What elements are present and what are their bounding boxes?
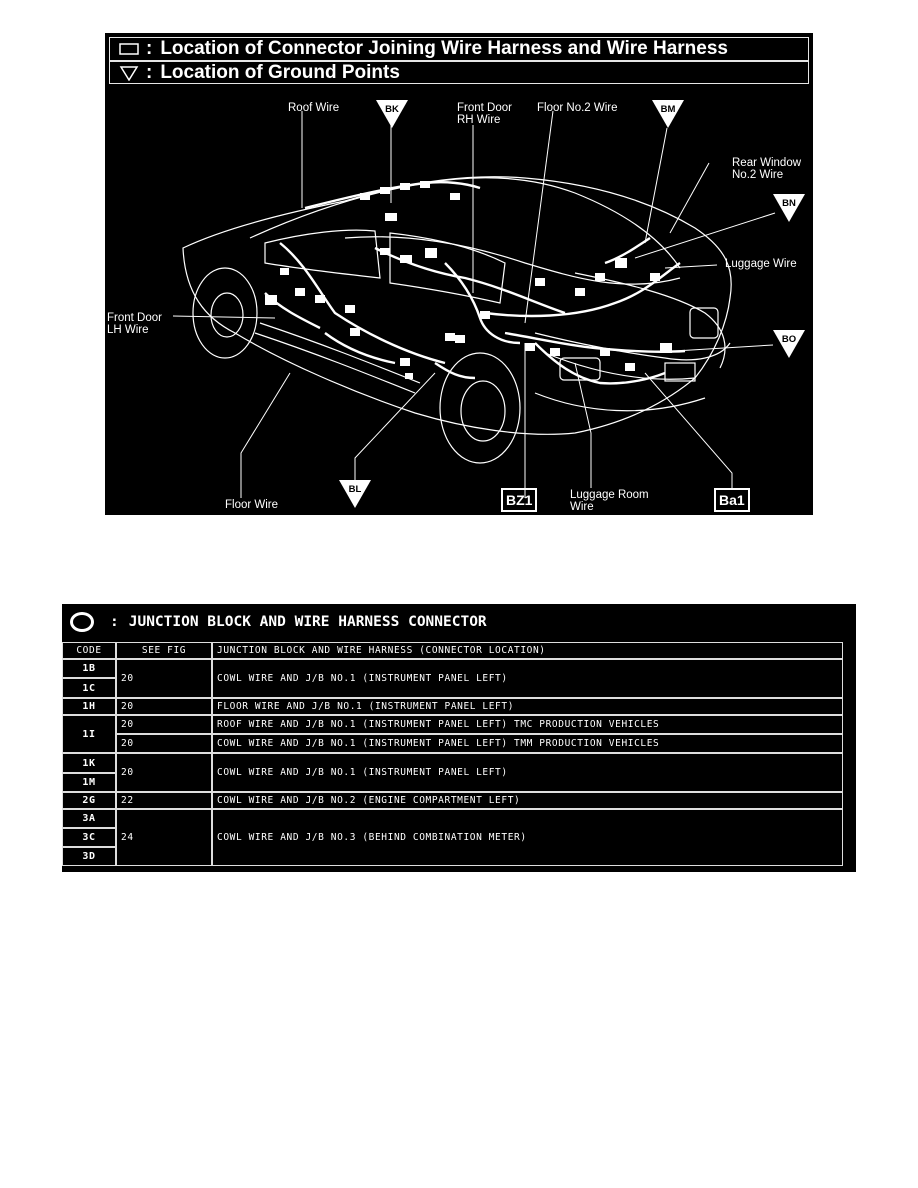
junction-table-title: : JUNCTION BLOCK AND WIRE HARNESS CONNEC… — [70, 608, 487, 636]
label-roof-wire: Roof Wire — [288, 102, 340, 114]
ground-point-bo: BO — [772, 329, 806, 359]
code-cell: 3A — [62, 809, 116, 828]
legend-ground-row: : Location of Ground Points — [109, 61, 809, 84]
legend-connector-text: Location of Connector Joining Wire Harne… — [160, 38, 728, 59]
desc-cell: COWL WIRE AND J/B NO.1 (INSTRUMENT PANEL… — [212, 753, 843, 792]
code-cell: 3D — [62, 847, 116, 866]
header-description: JUNCTION BLOCK AND WIRE HARNESS (CONNECT… — [212, 642, 843, 659]
code-cell: 2G — [62, 792, 116, 809]
label-front-door-rh-2: RH Wire — [457, 114, 501, 126]
fig-cell: 20 — [116, 659, 212, 698]
wire-harness-diagram: : Location of Connector Joining Wire Har… — [105, 33, 813, 515]
label-floor-wire: Floor Wire — [225, 499, 279, 511]
ground-point-bl: BL — [338, 479, 372, 509]
junction-block-table-panel: : JUNCTION BLOCK AND WIRE HARNESS CONNEC… — [62, 604, 856, 872]
desc-cell: ROOF WIRE AND J/B NO.1 (INSTRUMENT PANEL… — [212, 715, 843, 734]
circle-icon — [70, 612, 94, 632]
legend-colon: : — [146, 38, 153, 59]
code-cell: 1H — [62, 698, 116, 715]
car-illustration — [172, 110, 776, 498]
code-cell: 1B — [62, 659, 116, 678]
label-front-door-lh-1: Front Door — [107, 312, 162, 324]
code-cell: 1I — [62, 715, 116, 753]
label-front-door-rh-1: Front Door — [457, 102, 512, 114]
ground-point-bm: BM — [651, 99, 685, 129]
label-luggage-wire: Luggage Wire — [725, 258, 797, 270]
label-luggage-room-2: Wire — [570, 501, 594, 513]
label-floor-no2-wire: Floor No.2 Wire — [537, 102, 618, 114]
legend-ground-text: Location of Ground Points — [160, 61, 400, 83]
desc-cell: FLOOR WIRE AND J/B NO.1 (INSTRUMENT PANE… — [212, 698, 843, 715]
desc-cell: COWL WIRE AND J/B NO.2 (ENGINE COMPARTME… — [212, 792, 843, 809]
rectangle-icon — [118, 43, 140, 55]
code-cell: 1C — [62, 678, 116, 698]
fig-cell: 22 — [116, 792, 212, 809]
connector-bz1: BZ1 — [501, 488, 538, 512]
label-front-door-lh-2: LH Wire — [107, 324, 149, 336]
label-rear-window-1: Rear Window — [732, 157, 802, 169]
code-cell: 1M — [62, 773, 116, 792]
fig-cell: 20 — [116, 698, 212, 715]
code-cell: 3C — [62, 828, 116, 847]
triangle-down-icon — [118, 65, 140, 81]
desc-cell: COWL WIRE AND J/B NO.1 (INSTRUMENT PANEL… — [212, 659, 843, 698]
desc-cell: COWL WIRE AND J/B NO.3 (BEHIND COMBINATI… — [212, 809, 843, 866]
legend-colon: : — [146, 61, 153, 83]
ground-point-bk: BK — [375, 99, 409, 129]
header-code: CODE — [62, 642, 116, 659]
label-rear-window-2: No.2 Wire — [732, 169, 784, 181]
ground-point-bn: BN — [772, 193, 806, 223]
code-cell: 1K — [62, 753, 116, 773]
fig-cell: 20 — [116, 753, 212, 792]
fig-cell: 24 — [116, 809, 212, 866]
desc-cell: COWL WIRE AND J/B NO.1 (INSTRUMENT PANEL… — [212, 734, 843, 753]
fig-cell: 20 — [116, 715, 212, 734]
legend-connector-row: : Location of Connector Joining Wire Har… — [109, 37, 809, 61]
header-see-fig: SEE FIG — [116, 642, 212, 659]
fig-cell: 20 — [116, 734, 212, 753]
junction-title-text: JUNCTION BLOCK AND WIRE HARNESS CONNECTO… — [128, 614, 487, 630]
label-luggage-room-1: Luggage Room — [570, 489, 649, 501]
connector-ba1: Ba1 — [714, 488, 750, 512]
